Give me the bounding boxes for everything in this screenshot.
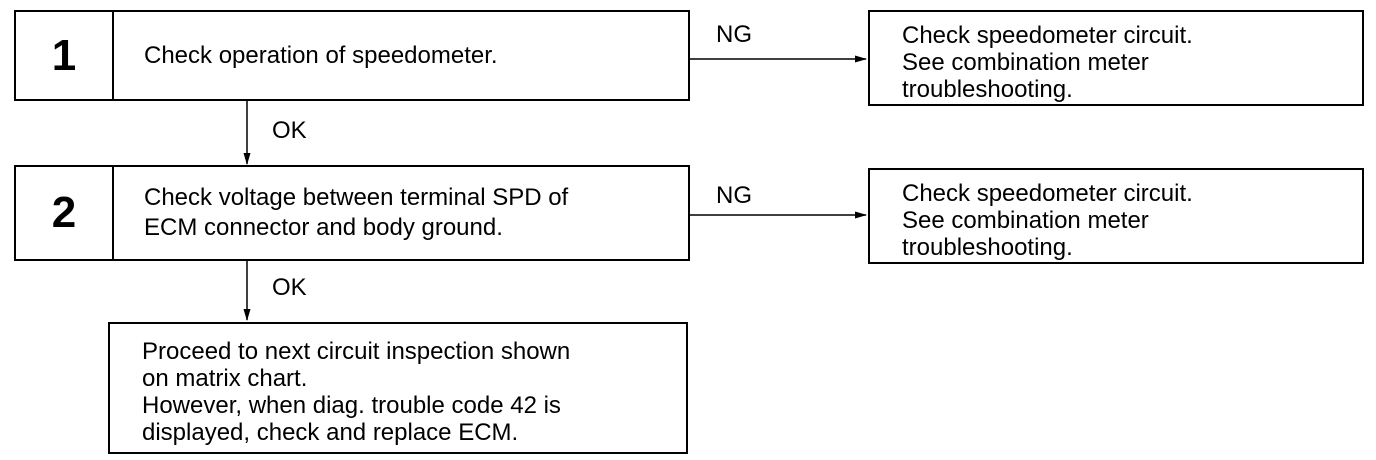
step-2-ng-result-line: troubleshooting. bbox=[902, 234, 1073, 261]
final-action-line: However, when diag. trouble code 42 is bbox=[142, 392, 561, 419]
step-2-text: Check voltage between terminal SPD of EC… bbox=[114, 167, 688, 259]
step-2-ok-label: OK bbox=[272, 274, 307, 301]
step-1-ng-result-box: Check speedometer circuit. See combinati… bbox=[868, 10, 1364, 106]
step-2-ng-result-line: See combination meter bbox=[902, 207, 1149, 234]
step-1-text-line: Check operation of speedometer. bbox=[144, 41, 498, 69]
step-1-ng-label: NG bbox=[716, 21, 752, 48]
step-2-ng-label: NG bbox=[716, 182, 752, 209]
step-2-text-line: Check voltage between terminal SPD of bbox=[144, 184, 569, 211]
step-2-ng-result-line: Check speedometer circuit. bbox=[902, 180, 1193, 207]
step-1-ng-result-line: troubleshooting. bbox=[902, 76, 1073, 103]
step-2-ng-result-box: Check speedometer circuit. See combinati… bbox=[868, 168, 1364, 264]
step-1-box: 1 Check operation of speedometer. bbox=[14, 10, 690, 101]
final-action-line: displayed, check and replace ECM. bbox=[142, 419, 519, 446]
step-2-number: 2 bbox=[16, 167, 114, 259]
step-1-number: 1 bbox=[16, 12, 114, 99]
step-1-ng-result-line: Check speedometer circuit. bbox=[902, 22, 1193, 49]
final-action-line: Proceed to next circuit inspection shown bbox=[142, 338, 571, 365]
final-action-line: on matrix chart. bbox=[142, 365, 308, 392]
final-action-box: Proceed to next circuit inspection shown… bbox=[108, 322, 688, 454]
step-2-text-line: ECM connector and body ground. bbox=[144, 214, 503, 241]
step-1-ok-label: OK bbox=[272, 117, 307, 144]
step-2-box: 2 Check voltage between terminal SPD of … bbox=[14, 165, 690, 261]
step-1-ng-result-line: See combination meter bbox=[902, 49, 1149, 76]
step-1-text: Check operation of speedometer. bbox=[114, 12, 688, 99]
